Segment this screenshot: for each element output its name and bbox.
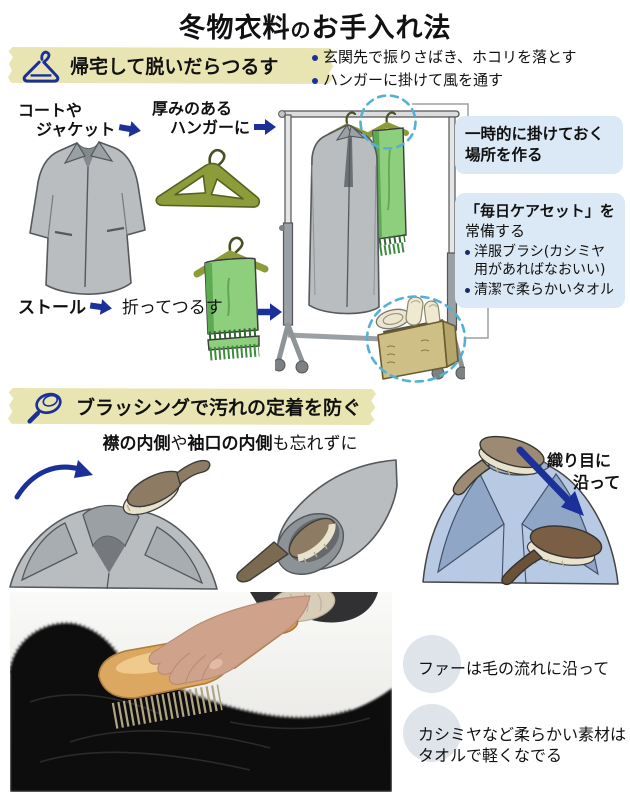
care-set-box: 「毎日ケアセット」を 常備する 洋服ブラシ(カシミヤ用があればなおいい) 清潔で… <box>455 193 625 308</box>
note-mid: や <box>170 434 188 454</box>
tip-text: ハンガーに掛けて風を通す <box>323 71 504 89</box>
arrow-icon <box>258 303 282 321</box>
weave-line1: 織り目に <box>547 451 612 470</box>
hanger-label-line1: 厚みのある <box>152 99 233 118</box>
collar-brush-illustration <box>9 459 218 590</box>
weave-direction-label: 織り目に 沿って <box>547 450 620 494</box>
section1-tips: 玄関先で振りさばき、ホコリを落とす ハンガーに掛けて風を通す <box>312 46 577 92</box>
cashmere-tip: カシミヤなど柔らかい素材は タオルで軽くなでる <box>418 724 626 766</box>
brush-icon <box>27 392 62 424</box>
cashmere-tip-circle <box>403 704 461 762</box>
arrow-icon <box>254 119 277 135</box>
bullet-dot <box>465 288 470 293</box>
care-box-title-bold: 「毎日ケアセット」を <box>465 202 615 220</box>
note-bold1: 襟の内側 <box>102 434 171 454</box>
fur-tip-circle <box>403 635 461 693</box>
section2-banner: ブラッシングで汚れの定着を防ぐ <box>8 388 376 425</box>
coat-label: コートや ジャケット <box>18 101 142 139</box>
note-bold2: 袖口の内側 <box>187 434 273 454</box>
tip-line: 玄関先で振りさばき、ホコリを落とす <box>312 46 577 69</box>
tip-line: ハンガーに掛けて風を通す <box>312 69 577 92</box>
section1-banner: 帰宅して脱いだらつるす <box>8 47 334 84</box>
note-rest: も忘れずに <box>272 434 358 454</box>
title-part1: 冬物衣料 <box>178 13 291 44</box>
stole-label-row: ストール 折ってつるす <box>18 299 223 318</box>
arrow-icon <box>89 299 112 315</box>
hanger-label: 厚みのある ハンガーに <box>152 99 277 137</box>
care-box-title-rest: 常備する <box>465 222 526 240</box>
garment-rack-illustration <box>275 110 465 380</box>
arrow-icon <box>118 121 142 137</box>
wooden-hanger-illustration <box>155 148 261 208</box>
coat-illustration <box>29 140 146 295</box>
stole-note: 折ってつるす <box>121 298 223 318</box>
tip-text: 玄関先で振りさばき、ホコリを落とす <box>323 48 577 66</box>
care-item: 洋服ブラシ(カシミヤ用があればなおいい) <box>465 244 615 279</box>
connector-line <box>466 298 489 339</box>
dashed-circle-top <box>359 94 417 150</box>
temp-box-line2: 場所を作る <box>465 146 543 164</box>
hanger-icon <box>22 50 60 83</box>
sleeve-brush-illustration <box>236 459 398 583</box>
section1-header: 帰宅して脱いだらつるす <box>70 56 279 78</box>
dashed-circle-basket <box>365 295 467 383</box>
cashmere-tip-line2: タオルで軽くなでる <box>418 746 563 765</box>
jacket-brush-illustration <box>422 435 619 586</box>
brushing-photo <box>10 592 392 792</box>
bullet-dot <box>312 54 318 61</box>
care-item: 清潔で柔らかいタオル <box>465 282 615 300</box>
page-title: 冬物衣料のお手入れ法 <box>0 6 630 45</box>
coat-label-line1: コートや <box>18 101 83 120</box>
bullet-dot <box>465 250 470 255</box>
weave-line2: 沿って <box>573 473 621 492</box>
bullet-dot <box>312 77 318 84</box>
section2-header: ブラッシングで汚れの定着を防ぐ <box>76 397 362 419</box>
connector-line <box>412 103 469 120</box>
stole-label: ストール <box>18 298 86 318</box>
cashmere-tip-line1: カシミヤなど柔らかい素材は <box>418 725 627 744</box>
temp-box-line1: 一時的に掛けておく <box>465 125 605 143</box>
fur-tip: ファーは毛の流れに沿って <box>418 659 610 678</box>
stole-illustration <box>193 236 269 361</box>
title-part2: お手入れ法 <box>311 13 452 44</box>
brushing-note: 襟の内側や袖口の内側も忘れずに <box>0 429 460 454</box>
care-item-text: 洋服ブラシ(カシミヤ用があればなおいい) <box>474 244 606 278</box>
title-particle: の <box>290 18 312 42</box>
coat-label-line2: ジャケット <box>36 120 116 139</box>
care-item-text: 清潔で柔らかいタオル <box>474 282 614 298</box>
hanger-label-line2: ハンガーに <box>170 118 251 137</box>
temp-place-box: 一時的に掛けておく 場所を作る <box>455 116 623 174</box>
